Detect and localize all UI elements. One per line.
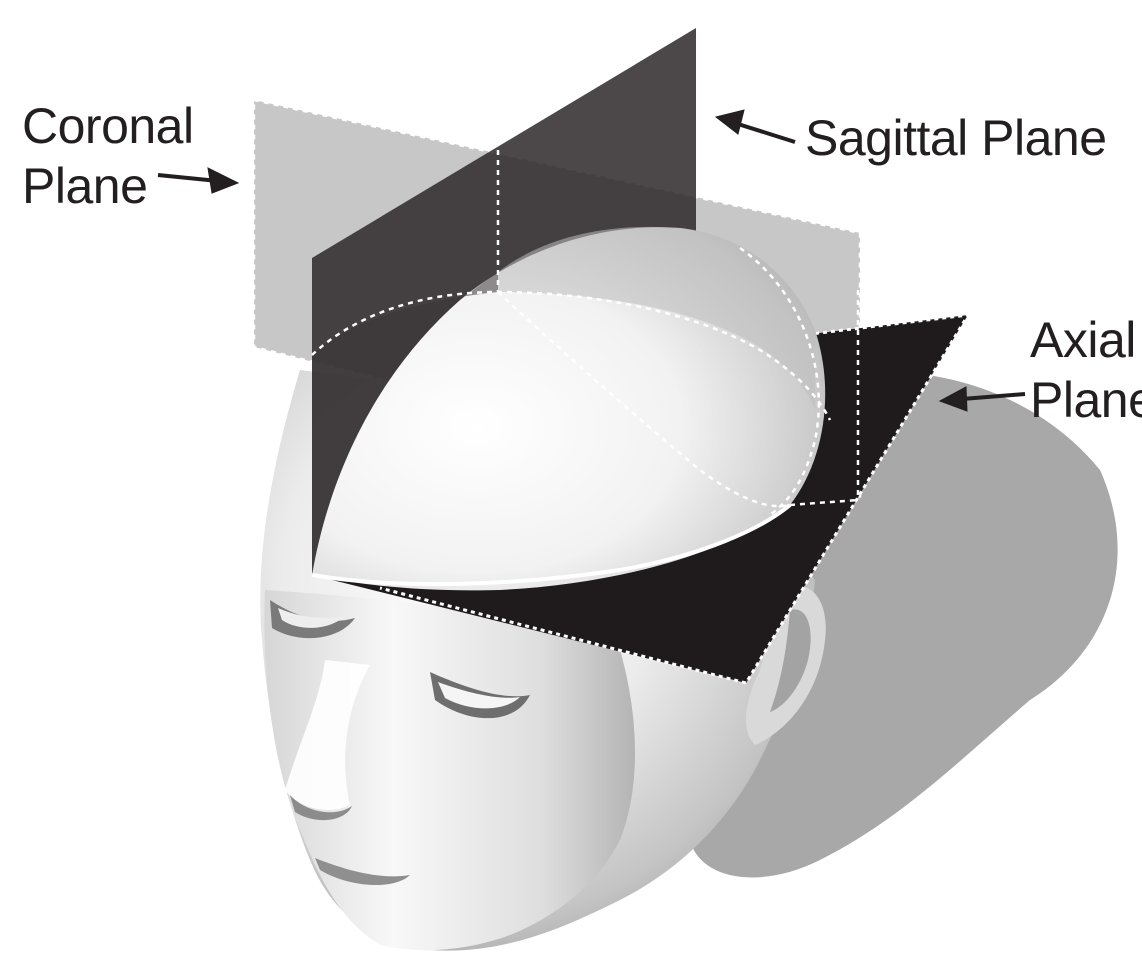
axial-plane-label: Axial Plane <box>1030 310 1142 430</box>
sagittal-label-text: Sagittal Plane <box>805 108 1107 168</box>
coronal-label-line2: Plane <box>22 156 194 216</box>
axial-label-line2: Plane <box>1030 370 1142 430</box>
axial-label-line1: Axial <box>1030 310 1142 370</box>
coronal-plane-label: Coronal Plane <box>22 96 194 216</box>
sagittal-plane-label: Sagittal Plane <box>805 108 1107 168</box>
arrow-icon <box>716 110 795 142</box>
coronal-label-line1: Coronal <box>22 96 194 156</box>
